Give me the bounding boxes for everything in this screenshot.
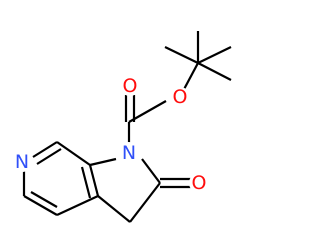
bond-c4-c3a [56, 195, 99, 216]
bond-c7a-c7 [56, 141, 91, 166]
bond-c5-c4-double-2 [30, 191, 58, 208]
bond-c7-n6-double-1 [32, 141, 58, 158]
bond-c7a-c3a-double-2 [80, 166, 92, 199]
bonds [22, 31, 232, 223]
carbonyl-oxygen-atom: O [120, 75, 140, 97]
ring-nitrogen-atom: N [118, 142, 140, 164]
ring-nitrogen-label: N [122, 142, 136, 164]
atom-labels: O O N O N [12, 75, 209, 194]
bond-c3-c3a [97, 195, 131, 223]
bond-c2-c3 [129, 182, 161, 223]
lactam-oxygen-atom: O [189, 172, 209, 194]
bond-tbutyl-ester-oxygen [181, 62, 199, 94]
carbonyl-oxygen-label: O [123, 75, 138, 97]
bond-tbutyl-methyl-bottom [197, 62, 232, 81]
bond-tbutyl-methyl-left [164, 46, 199, 64]
bond-tbutyl-methyl-right [197, 46, 232, 64]
bond-c7-n6-double-2 [36, 148, 62, 165]
bond-ester-oxygen-carbonyl [128, 100, 167, 123]
ester-oxygen-atom: O [170, 86, 190, 108]
bond-n1-c2 [141, 158, 161, 184]
molecule-diagram: O O N O N [12, 31, 232, 223]
bond-n1-c7a [89, 157, 117, 167]
ester-oxygen-label: O [173, 86, 188, 108]
pyridine-nitrogen-atom: N [12, 151, 32, 173]
structure-canvas: O O N O N [12, 31, 232, 223]
lactam-oxygen-label: O [192, 172, 207, 194]
pyridine-nitrogen-label: N [15, 151, 29, 173]
bond-c5-c4-double-1 [23, 195, 58, 216]
bond-c7a-c3a-double-1 [88, 164, 100, 197]
